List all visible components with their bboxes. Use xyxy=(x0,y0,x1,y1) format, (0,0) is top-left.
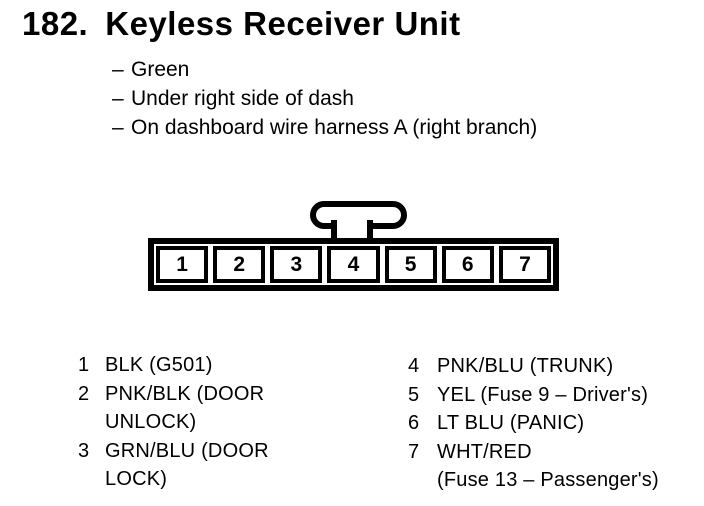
legend-wire-label: WHT/RED (Fuse 13 – Passenger's) xyxy=(437,440,659,492)
section-title: Keyless Receiver Unit xyxy=(105,5,461,42)
note-text: Green xyxy=(131,58,190,81)
connector-pin: 6 xyxy=(441,246,494,283)
note-text: Under right side of dash xyxy=(131,87,354,110)
legend-wire-label: BLK (G501) xyxy=(105,354,213,376)
connector-pin: 1 xyxy=(156,246,209,283)
connector-pin: 4 xyxy=(327,246,380,283)
legend-row: 6 LT BLU (PANIC) xyxy=(408,409,659,438)
page-title: 182. Keyless Receiver Unit xyxy=(22,4,461,44)
connector-body: 1 2 3 4 5 6 7 xyxy=(148,238,559,291)
legend-row: 5 YEL (Fuse 9 – Driver's) xyxy=(408,381,659,410)
legend-pin-number: 1 xyxy=(78,354,90,376)
dash-bullet: – xyxy=(112,116,124,139)
pin-legend-left: 1 BLK (G501) 2 PNK/BLK (DOOR UNLOCK) 3 G… xyxy=(78,351,269,494)
connector-pin: 7 xyxy=(498,246,551,283)
connector-pin: 2 xyxy=(213,246,266,283)
dash-bullet: – xyxy=(112,87,124,110)
legend-pin-number: 5 xyxy=(408,383,420,406)
notes-list: – Green – Under right side of dash – On … xyxy=(112,55,537,142)
legend-wire-label: LT BLU (PANIC) xyxy=(437,412,585,435)
section-number: 182. xyxy=(22,5,89,42)
legend-row: 1 BLK (G501) xyxy=(78,351,269,380)
legend-row: 7 WHT/RED (Fuse 13 – Passenger's) xyxy=(408,438,659,495)
legend-pin-number: 7 xyxy=(408,440,420,463)
dash-bullet: – xyxy=(112,58,124,81)
legend-row: 4 PNK/BLU (TRUNK) xyxy=(408,352,659,381)
note-item: – Under right side of dash xyxy=(112,84,537,113)
note-text: On dashboard wire harness A (right branc… xyxy=(131,116,538,139)
legend-wire-label: GRN/BLU (DOOR LOCK) xyxy=(105,439,269,491)
connector-pin: 5 xyxy=(384,246,437,283)
legend-wire-label: PNK/BLK (DOOR UNLOCK) xyxy=(105,382,265,434)
legend-pin-number: 2 xyxy=(78,382,90,405)
legend-pin-number: 3 xyxy=(78,439,90,462)
legend-wire-label: PNK/BLU (TRUNK) xyxy=(437,355,614,377)
legend-pin-number: 4 xyxy=(408,355,420,377)
legend-row: 3 GRN/BLU (DOOR LOCK) xyxy=(78,437,269,494)
note-item: – Green xyxy=(112,55,537,84)
connector-lock-tab-stem xyxy=(331,220,373,240)
note-item: – On dashboard wire harness A (right bra… xyxy=(112,113,537,142)
pin-legend-right: 4 PNK/BLU (TRUNK) 5 YEL (Fuse 9 – Driver… xyxy=(408,352,659,495)
legend-pin-number: 6 xyxy=(408,412,420,435)
legend-row: 2 PNK/BLK (DOOR UNLOCK) xyxy=(78,380,269,437)
legend-wire-label: YEL (Fuse 9 – Driver's) xyxy=(437,383,649,406)
connector-pin: 3 xyxy=(270,246,323,283)
